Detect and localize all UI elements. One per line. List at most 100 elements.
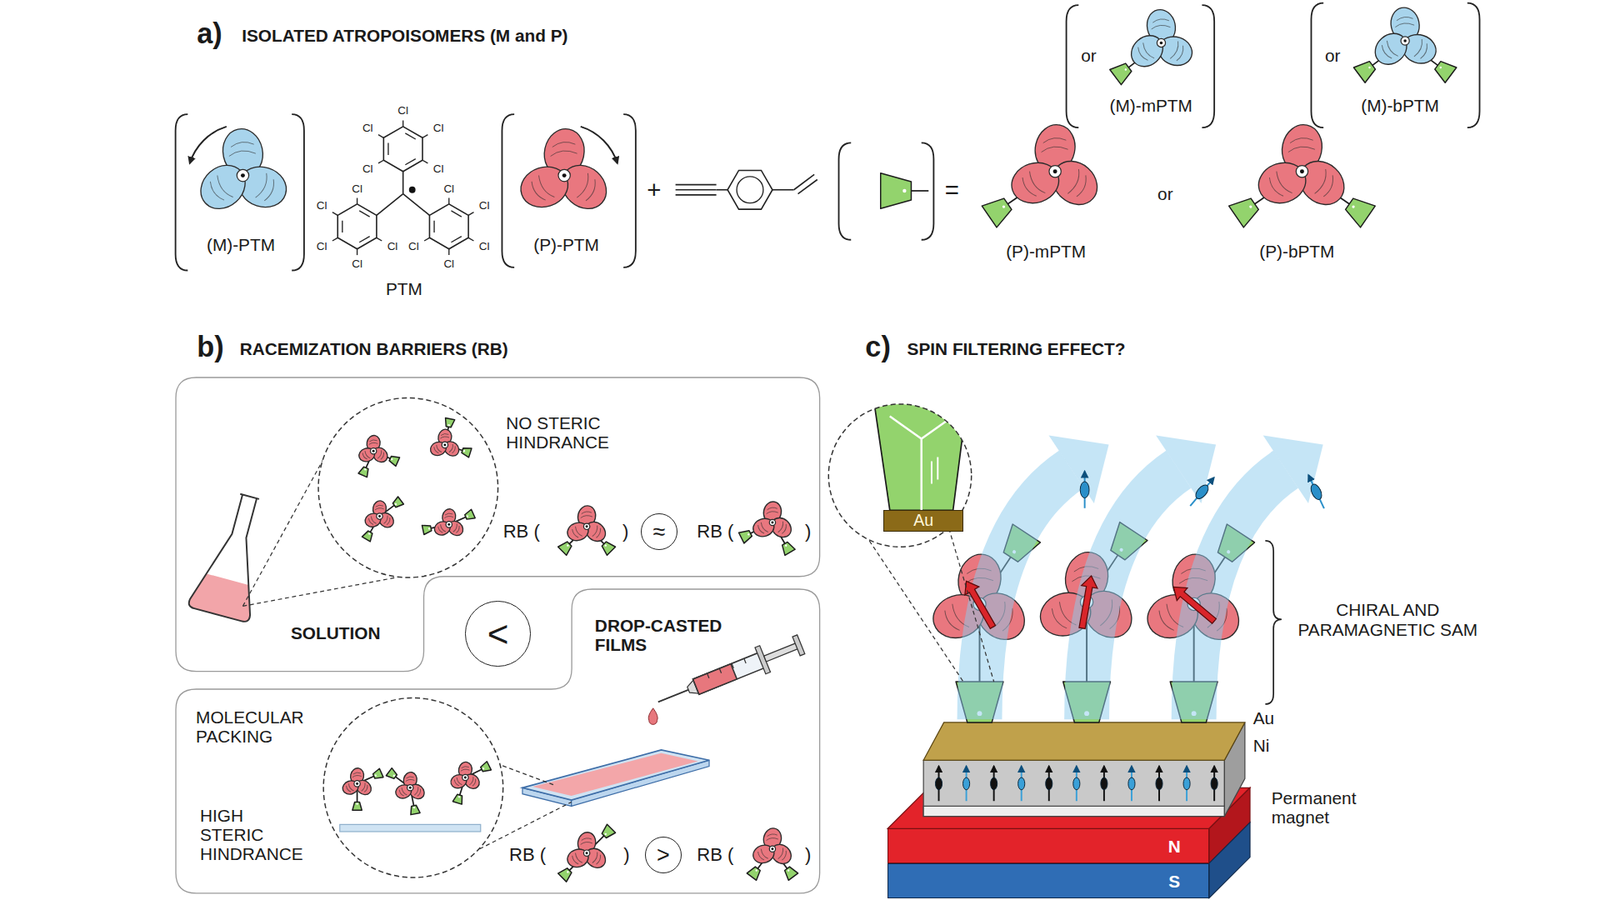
- art-line: [332, 212, 338, 216]
- triple-bond: [675, 189, 717, 191]
- comparison-sign: >: [656, 842, 670, 868]
- art-polygon: [421, 523, 432, 535]
- propeller-molecule: [561, 830, 612, 875]
- art-path: [1290, 138, 1314, 144]
- zoom-line: [242, 457, 325, 607]
- art-line: [936, 457, 939, 480]
- atom-label: Cl: [316, 200, 328, 213]
- art-path: [448, 444, 455, 453]
- layer-label: Au: [913, 511, 934, 530]
- art-line: [772, 189, 795, 191]
- art-path: [261, 179, 278, 202]
- structure-label: CHIRAL AND PARAMAGNETIC SAM: [1295, 600, 1480, 640]
- inset-anchor: [873, 398, 968, 511]
- benzene-ring: [337, 204, 377, 250]
- art-line: [448, 198, 450, 205]
- art-circle: [1049, 165, 1061, 178]
- anchor-group: [739, 528, 754, 544]
- art-circle: [445, 521, 452, 528]
- art-circle: [465, 515, 469, 518]
- art-circle: [1351, 205, 1355, 209]
- drop: [648, 708, 658, 725]
- art-circle: [786, 869, 790, 872]
- anchor-group: [1341, 193, 1375, 228]
- art-circle: [770, 847, 774, 850]
- art-circle: [372, 450, 375, 453]
- art-path: [1136, 45, 1148, 62]
- conjunction: or: [1325, 46, 1341, 66]
- radical-dot: [409, 186, 416, 194]
- art-path: [890, 416, 954, 511]
- art-ellipse: [1193, 482, 1211, 501]
- panel-note: NO STERIC HINDRANCE: [505, 413, 649, 453]
- art-ellipse: [1073, 777, 1080, 790]
- art-path: [375, 505, 384, 507]
- art-circle: [394, 502, 397, 505]
- art-circle: [428, 527, 431, 530]
- art-path: [454, 779, 460, 787]
- art-path: [187, 488, 280, 623]
- art-polygon: [780, 540, 795, 556]
- art-polygon: [391, 496, 405, 510]
- propeller-molecule: [391, 770, 430, 804]
- art-path: [1065, 169, 1084, 195]
- art-rect: [792, 635, 805, 656]
- spin-symbol: [990, 766, 998, 802]
- art-ellipse: [191, 156, 254, 219]
- propeller-molecule: [999, 120, 1111, 218]
- molecule-name: (P)-bPTM: [1259, 242, 1335, 262]
- art-circle: [583, 850, 590, 856]
- art-circle: [747, 533, 750, 536]
- barrier-label: RB (: [503, 521, 540, 543]
- art-polygon: [600, 540, 616, 556]
- art-path: [1050, 606, 1067, 631]
- art-path: [530, 180, 546, 203]
- magnet-label: Permanent magnet: [1271, 787, 1390, 827]
- art-g: [747, 512, 780, 544]
- atom-label: Cl: [351, 258, 363, 271]
- art-circle: [441, 441, 448, 448]
- art-path: [1395, 23, 1415, 28]
- art-polygon: [352, 801, 362, 810]
- art-path: [405, 776, 414, 779]
- art-line: [719, 668, 721, 674]
- bracket-close: ): [622, 521, 629, 543]
- art-path: [1151, 25, 1171, 30]
- art-path: [580, 515, 593, 519]
- art-circle: [1300, 169, 1305, 174]
- spin-symbol: [1186, 475, 1218, 510]
- panel-title: ISOLATED ATROPOISOMERS (M and P): [241, 25, 568, 45]
- art-circle: [1124, 68, 1127, 71]
- bracket: [501, 114, 515, 268]
- art-circle: [1400, 36, 1410, 45]
- anchor-group: [409, 805, 420, 815]
- art-ellipse: [1006, 156, 1065, 210]
- art-path: [942, 609, 960, 634]
- anchor-group: [464, 509, 476, 521]
- art-ellipse: [1155, 777, 1163, 790]
- art-circle: [1439, 65, 1442, 69]
- art-path: [437, 525, 443, 534]
- art-path: [471, 779, 477, 787]
- molecule-name: PTM: [385, 279, 423, 299]
- spin-current-arrow: [1049, 435, 1110, 505]
- artwork: [175, 3, 1480, 899]
- comparison-sign: ≈: [653, 519, 666, 545]
- art-path: [780, 524, 788, 535]
- magnet-pole: S: [887, 863, 1210, 899]
- art-polygon: [480, 761, 492, 775]
- art-path: [1312, 169, 1331, 195]
- syringe: [652, 630, 806, 715]
- art-circle: [447, 523, 450, 526]
- art-circle: [1053, 169, 1058, 174]
- art-circle: [374, 774, 377, 777]
- panel-title: SPIN FILTERING EFFECT?: [907, 339, 1126, 359]
- art-path: [583, 179, 600, 202]
- atom-label: Cl: [433, 163, 445, 176]
- art-path: [550, 150, 578, 156]
- propeller-molecule: [446, 760, 485, 794]
- art-circle: [458, 795, 461, 799]
- art-circle: [566, 870, 570, 874]
